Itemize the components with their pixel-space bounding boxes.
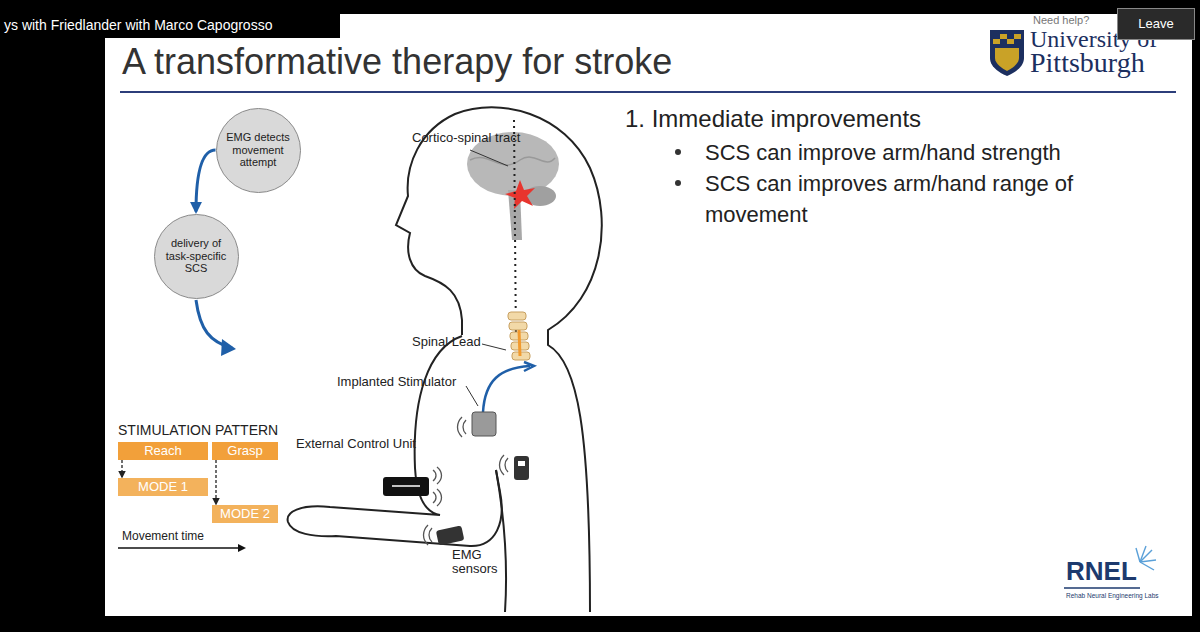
- list-heading: 1. Immediate improvements: [625, 105, 921, 134]
- title-rule: [120, 91, 1176, 93]
- node-text: EMG detects movement attempt: [225, 131, 291, 169]
- spine: [508, 312, 530, 360]
- meeting-caption: ys with Friedlander with Marco Capogross…: [4, 17, 272, 34]
- control-unit-slot: [392, 485, 420, 487]
- slide-background: [105, 14, 1192, 616]
- human-silhouette: [288, 107, 602, 612]
- process-circle: EMG detects movement attempt: [216, 108, 301, 193]
- node-text: Reach: [144, 444, 182, 459]
- part-label: EMG sensors: [452, 548, 506, 577]
- part-label: Spinal Lead: [412, 334, 481, 350]
- node-text: MODE 2: [220, 507, 270, 522]
- connector-arrow: [196, 150, 216, 212]
- node-text: delivery of task-specific SCS: [163, 237, 229, 275]
- emg-sensor-mark: [518, 461, 525, 466]
- pitt-shield: [990, 30, 1024, 76]
- node-text: Grasp: [227, 444, 262, 459]
- flow-arrowhead: [221, 339, 236, 356]
- connector-arrow: [121, 460, 122, 477]
- emg-sensor: [436, 525, 465, 545]
- lab-logo-subtext: Rehab Neural Engineering Labs: [1066, 592, 1159, 600]
- leave-button: Leave: [1117, 8, 1195, 40]
- lab-logo-text: RNEL: [1066, 558, 1137, 584]
- part-label: Implanted Stimulator: [337, 374, 456, 390]
- university-name: Pittsburgh: [1030, 49, 1145, 77]
- bullet-text: SCS can improves arm/hand range of movem…: [705, 168, 1175, 230]
- node-text: Leave: [1138, 17, 1173, 32]
- lesion-star: [505, 180, 535, 209]
- corticospinal-tract: [514, 120, 516, 345]
- spinal-lead-wire: [483, 366, 530, 412]
- time-axis: [118, 547, 240, 549]
- external-control-unit: [383, 477, 429, 496]
- rnel-starburst: [1136, 546, 1156, 570]
- flow-arrow: [196, 300, 232, 348]
- brain: [467, 132, 559, 240]
- bullet-dot: [675, 180, 681, 186]
- axis-label: Movement time: [122, 529, 204, 543]
- connector-arrow: [215, 460, 216, 504]
- phase-box: Reach: [118, 442, 208, 460]
- mode-box: MODE 1: [118, 478, 208, 496]
- part-label: External Control Unit: [296, 436, 416, 452]
- lead-arrowhead: [524, 362, 534, 371]
- leader-lines: [466, 150, 508, 406]
- bullet-text: SCS can improve arm/hand strength: [705, 137, 1061, 168]
- process-circle: delivery of task-specific SCS: [154, 214, 239, 299]
- caption-strip: [0, 0, 340, 38]
- rnel-rule: [1064, 587, 1140, 589]
- wireless-icons: [424, 417, 509, 545]
- slide-title: A transformative therapy for stroke: [122, 40, 672, 83]
- help-link: Need help?: [1033, 14, 1089, 27]
- phase-box: Grasp: [212, 442, 278, 460]
- bullet-dot: [675, 149, 681, 155]
- emg-sensor: [514, 456, 529, 480]
- implanted-stimulator: [472, 412, 496, 436]
- time-axis-head: [238, 544, 246, 552]
- section-heading: STIMULATION PATTERN: [118, 422, 278, 439]
- part-label: Cortico-spinal tract: [412, 130, 520, 146]
- mode-box: MODE 2: [212, 505, 278, 523]
- node-text: MODE 1: [138, 480, 188, 495]
